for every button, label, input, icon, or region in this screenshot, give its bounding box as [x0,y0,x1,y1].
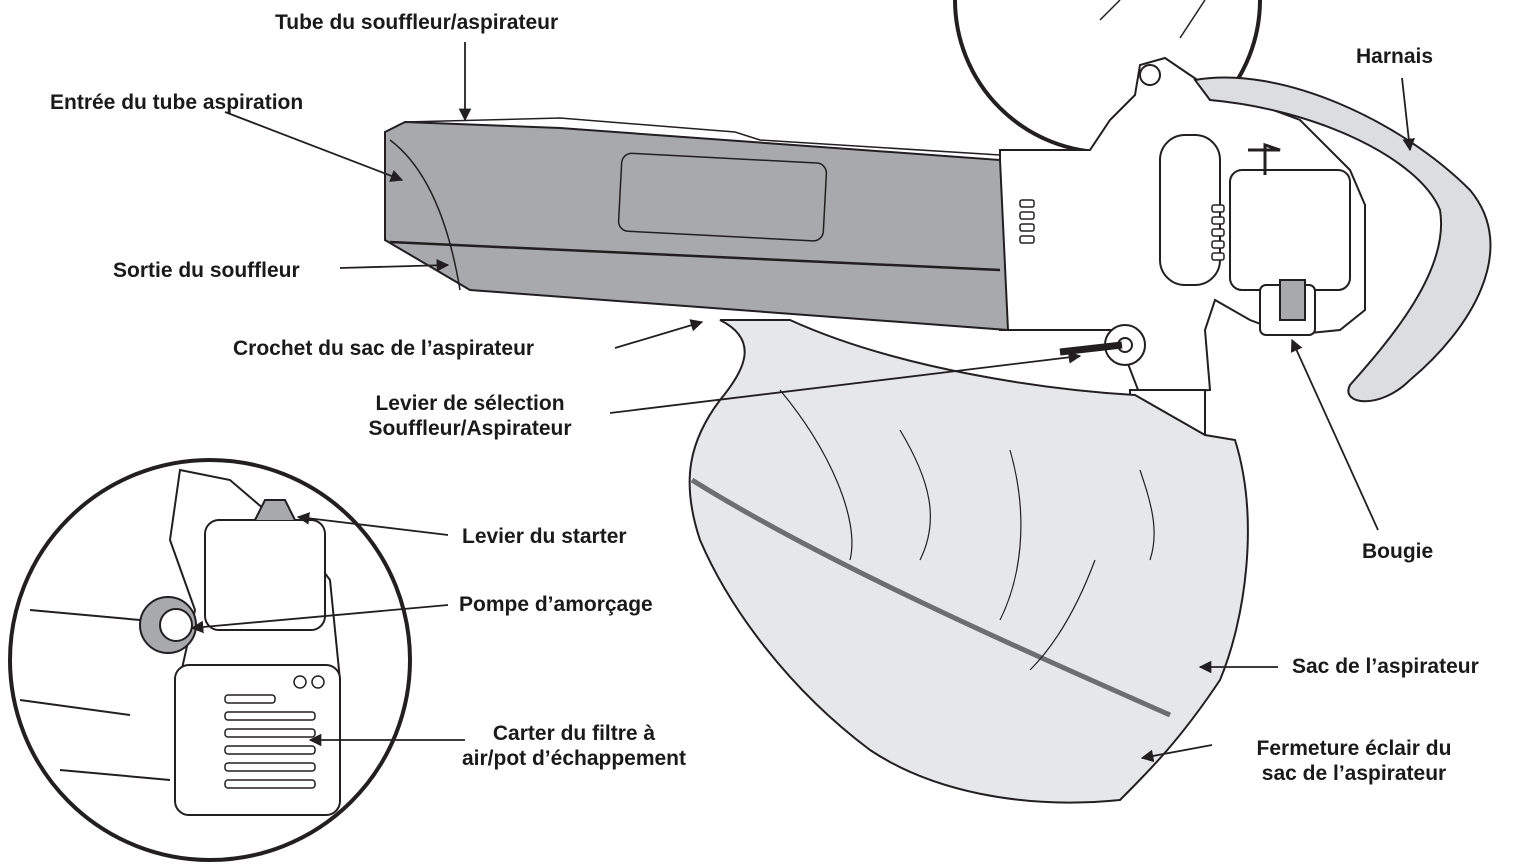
leader-spark-plug [1290,338,1379,531]
label-blower-tube: Tube du souffleur/aspirateur [275,11,559,34]
engine-vents [1019,199,1225,261]
leader-zipper [1140,744,1213,763]
label-zipper: Fermeture éclair du sac de l’aspirateur [1224,736,1484,786]
label-zipper-line1: Fermeture éclair du [1256,737,1452,760]
label-filter-muffler: Carter du filtre à air/pot d’échappement [434,721,714,771]
label-selector-line2: Souffleur/Aspirateur [368,417,572,440]
leader-selector [609,351,1082,414]
label-bag-hook: Crochet du sac de l’aspirateur [233,337,535,360]
label-filter-line2: air/pot d’échappement [461,747,687,770]
inset-detail [8,458,412,862]
leader-lines [190,42,1416,763]
vacuum-bag [688,319,1249,804]
label-spark-plug: Bougie [1362,540,1434,563]
leader-choke [296,512,449,536]
label-selector-lever: Levier de sélection Souffleur/Aspirateur [335,391,605,441]
label-harness: Harnais [1356,45,1434,68]
leader-harness [1401,77,1416,152]
label-zipper-line2: sac de l’aspirateur [1261,762,1447,785]
label-filter-line1: Carter du filtre à [492,722,656,745]
leader-blower-outlet [339,259,450,272]
leader-vacuum-inlet [224,111,404,182]
label-vacuum-inlet: Entrée du tube aspiration [50,91,304,114]
filter-grille [224,675,325,789]
label-choke: Levier du starter [462,525,627,548]
leader-bag-hook [614,319,704,349]
label-selector-line1: Levier de sélection [375,392,565,415]
blower-tube [384,117,1010,332]
leader-primer [190,604,449,634]
label-blower-outlet: Sortie du souffleur [113,259,300,282]
top-detail-line [1099,0,1206,39]
label-primer: Pompe d’amorçage [459,593,653,616]
label-vacuum-bag: Sac de l’aspirateur [1292,655,1479,678]
